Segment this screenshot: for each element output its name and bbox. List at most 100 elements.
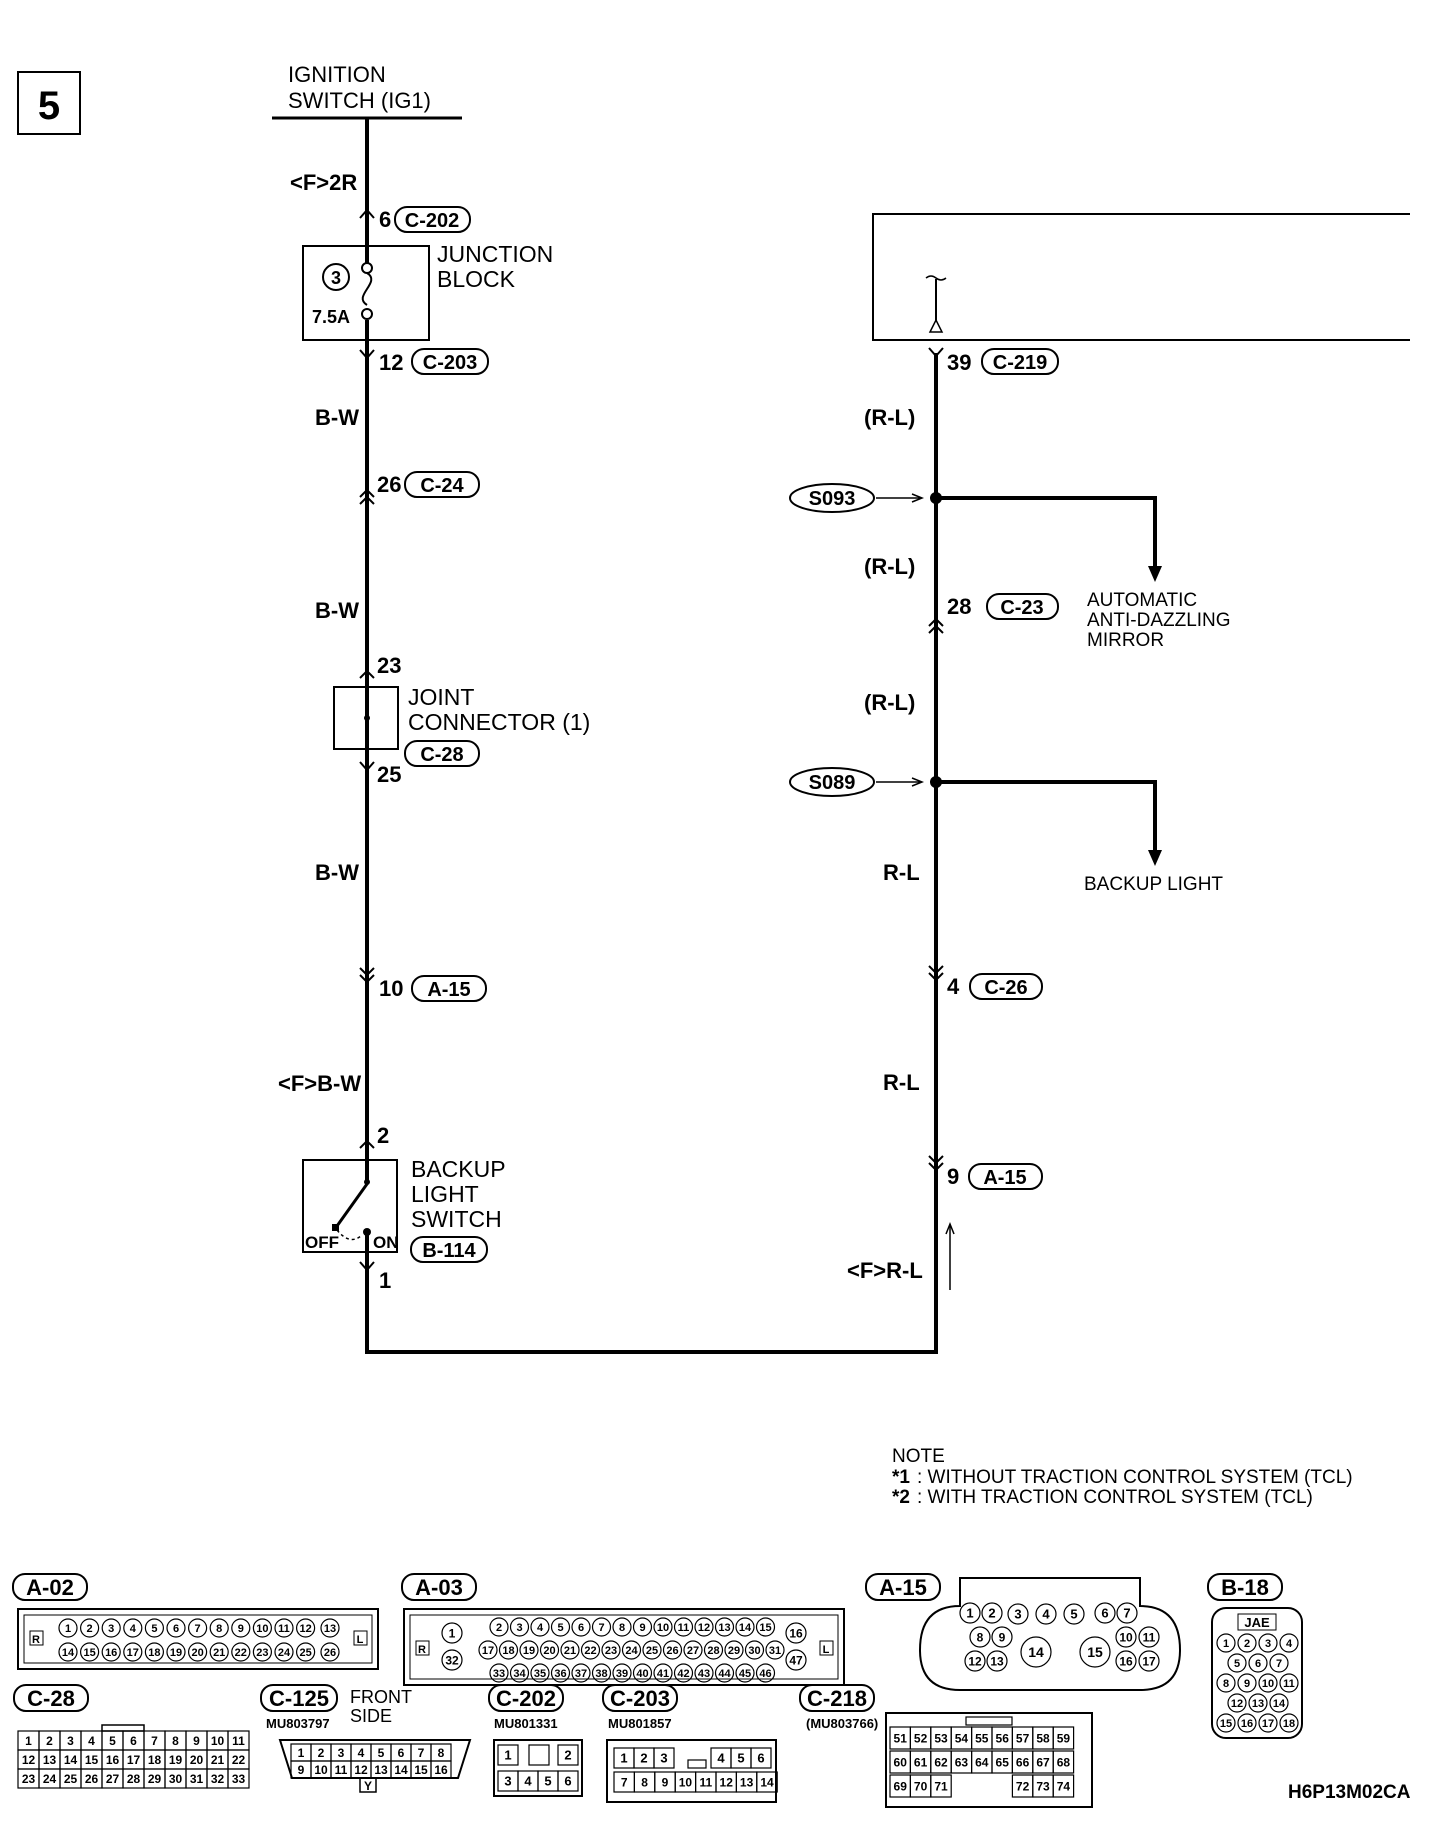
connector-pin-number: 26	[324, 1647, 336, 1659]
connector-pin-number: 21	[211, 1753, 225, 1767]
connector-pin-number: 6	[173, 1623, 179, 1635]
connector-pin-number: 3	[660, 1751, 667, 1766]
connector-pin-number: 2	[640, 1751, 647, 1766]
connector-pin-number: 21	[213, 1647, 225, 1659]
right-wire-color-1: (R-L)	[864, 405, 915, 430]
connector-pin	[441, 1622, 463, 1644]
connector-pin-number: 18	[148, 1647, 160, 1659]
connector-pin-number: 7	[1276, 1658, 1282, 1670]
right-wire-color-4: R-L	[883, 860, 920, 885]
connector-pin-number: 62	[934, 1755, 948, 1769]
connector-pin-number: 14	[760, 1775, 774, 1789]
b18-maker: JAE	[1244, 1615, 1270, 1630]
connector-pin-number: 45	[739, 1668, 751, 1680]
note-mark-1: *1	[892, 1467, 910, 1488]
connector-pin-number: 46	[759, 1668, 771, 1680]
c24-pin: 26	[377, 472, 401, 497]
switch-out-pin: 1	[379, 1268, 391, 1293]
c218-badge	[799, 1684, 875, 1712]
connector-pin-number: 15	[759, 1622, 771, 1634]
connector-pin	[498, 1640, 519, 1660]
connector-pin-number: 9	[662, 1775, 669, 1789]
c203-face-label: C-203	[610, 1686, 670, 1711]
connector-pin	[1258, 1673, 1278, 1693]
connector-pin-number: 16	[789, 1626, 803, 1640]
connector-pin	[632, 1617, 653, 1637]
connector-pin	[724, 1640, 744, 1660]
connector-pin-number: 12	[299, 1623, 311, 1635]
connector-pin-number: 71	[934, 1779, 948, 1793]
c26-chevron	[928, 965, 944, 975]
a15-right-conn-badge	[968, 1163, 1043, 1190]
connector-pin	[1115, 1650, 1137, 1672]
connector-pin	[274, 1618, 294, 1638]
b18-connector	[1211, 1607, 1303, 1739]
connector-pin-number: 14	[394, 1763, 408, 1777]
connector-pin-number: 16	[434, 1763, 448, 1777]
a02-badge	[12, 1573, 88, 1601]
connector-pin	[1035, 1603, 1057, 1625]
connector-pin	[1116, 1602, 1138, 1624]
connector-pin	[209, 1618, 229, 1638]
splice-s093-label: S093	[809, 488, 856, 510]
a15-left-chevron	[359, 967, 375, 977]
connector-pin-number: 26	[666, 1645, 678, 1657]
c24-conn-label: C-24	[420, 475, 464, 497]
connector-pin-number: 1	[504, 1748, 511, 1763]
connector-pin-number: 55	[975, 1731, 989, 1745]
connector-pin-number: 2	[564, 1748, 571, 1763]
c203-chevron	[359, 349, 375, 360]
connector-pin-number: 18	[502, 1645, 514, 1657]
connector-pin-number: 6	[1101, 1606, 1108, 1621]
connector-pin-number: 29	[148, 1772, 162, 1786]
connector-pin	[1269, 1693, 1289, 1713]
connector-pin-number: 19	[523, 1645, 535, 1657]
connector-pin	[1115, 1626, 1137, 1648]
a02-connector	[17, 1608, 379, 1670]
note-title: NOTE	[892, 1446, 945, 1467]
connector-pin	[209, 1642, 229, 1662]
connector-pin-number: 2	[988, 1606, 995, 1621]
connector-pin	[612, 1617, 632, 1637]
connector-pin-number: 9	[639, 1622, 645, 1634]
connector-pin	[571, 1617, 591, 1637]
connector-pin	[1237, 1713, 1257, 1733]
c23-conn-badge	[986, 593, 1059, 620]
jb-in-pin: 6	[379, 207, 391, 232]
connector-pin-number: 4	[88, 1734, 95, 1748]
connector-pin-number: 25	[299, 1647, 311, 1659]
connector-pin	[123, 1642, 143, 1662]
connector-pin-number: 10	[1119, 1630, 1133, 1644]
connector-pin	[1279, 1633, 1299, 1653]
connector-pin-number: 58	[1036, 1731, 1050, 1745]
connector-pin-number: 3	[1014, 1607, 1021, 1622]
a15-face-badge	[865, 1573, 941, 1601]
connector-pin-number: 8	[619, 1622, 625, 1634]
connector-pin	[662, 1640, 683, 1660]
mirror-branch-wire	[936, 496, 1157, 572]
connector-pin-number: 3	[504, 1774, 511, 1789]
c218-connector	[885, 1712, 1093, 1808]
connector-pin	[1227, 1653, 1247, 1673]
connector-pin-number: 9	[1244, 1678, 1250, 1690]
connector-pin	[632, 1663, 653, 1683]
backup-light-label: BACKUP LIGHT	[1084, 874, 1223, 895]
connector-pin	[530, 1617, 550, 1637]
fuse-source-label: <F>2R	[290, 170, 357, 195]
connector-pin-number: 67	[1036, 1755, 1050, 1769]
connector-pin-number: 41	[657, 1668, 669, 1680]
connector-pin-number: 65	[996, 1755, 1010, 1769]
connector-key	[965, 1716, 1013, 1726]
connector-pin	[478, 1640, 498, 1660]
b18-badge	[1207, 1573, 1283, 1601]
connector-pin-number: 9	[999, 1630, 1006, 1644]
c218-part: (MU803766)	[806, 1716, 878, 1731]
connector-pin	[1248, 1653, 1268, 1673]
connector-pin	[765, 1640, 785, 1660]
c219-conn-badge	[981, 348, 1059, 375]
c125-label: C-125	[269, 1686, 329, 1711]
connector-pin	[964, 1650, 986, 1672]
switch-on-label: ON	[373, 1233, 399, 1252]
connector-pin-number: 16	[106, 1753, 120, 1767]
